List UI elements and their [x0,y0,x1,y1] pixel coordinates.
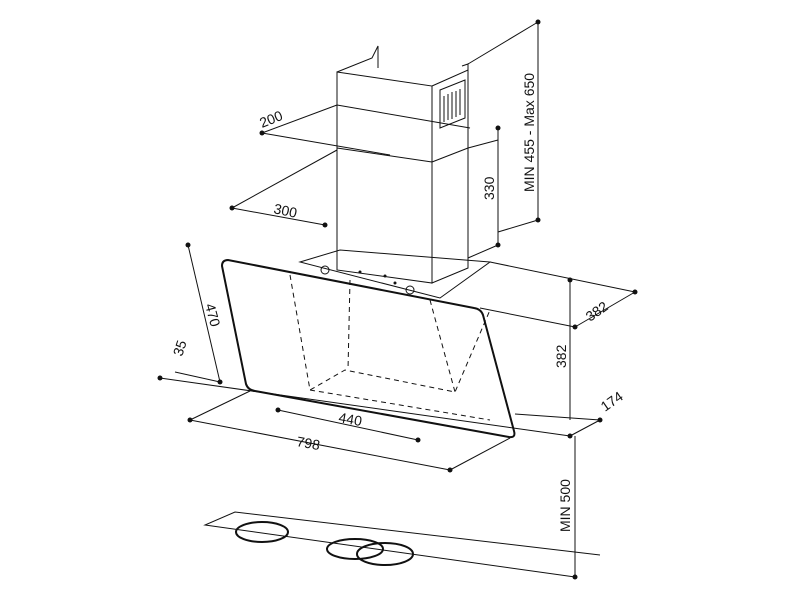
cooktop [203,511,601,578]
dimension-lines [159,21,636,577]
burner-icon [356,542,414,566]
label-chimney-height-range: MIN 455 - Max 650 [521,73,537,192]
hood-top-plate [298,249,492,299]
label-glass-height: 470 [202,302,224,329]
label-chimney-depth: 200 [257,107,285,131]
dimension-dots [157,19,638,580]
label-bottom-depth: 174 [598,388,626,415]
label-glass-offset: 35 [170,338,190,358]
label-min-hob-distance: MIN 500 [557,479,573,532]
label-chimney-lower-height: 330 [481,176,497,200]
burner-icon [235,521,289,543]
vent-grille-icon [439,79,466,129]
glass-panel [220,258,516,439]
label-inner-width: 440 [337,409,363,429]
chimney [336,45,469,284]
label-chimney-width: 300 [272,200,298,221]
hood-body-hidden-lines [289,274,491,421]
label-hood-height: 382 [553,344,569,368]
label-total-width: 798 [295,433,321,453]
burner-icon [326,538,384,560]
